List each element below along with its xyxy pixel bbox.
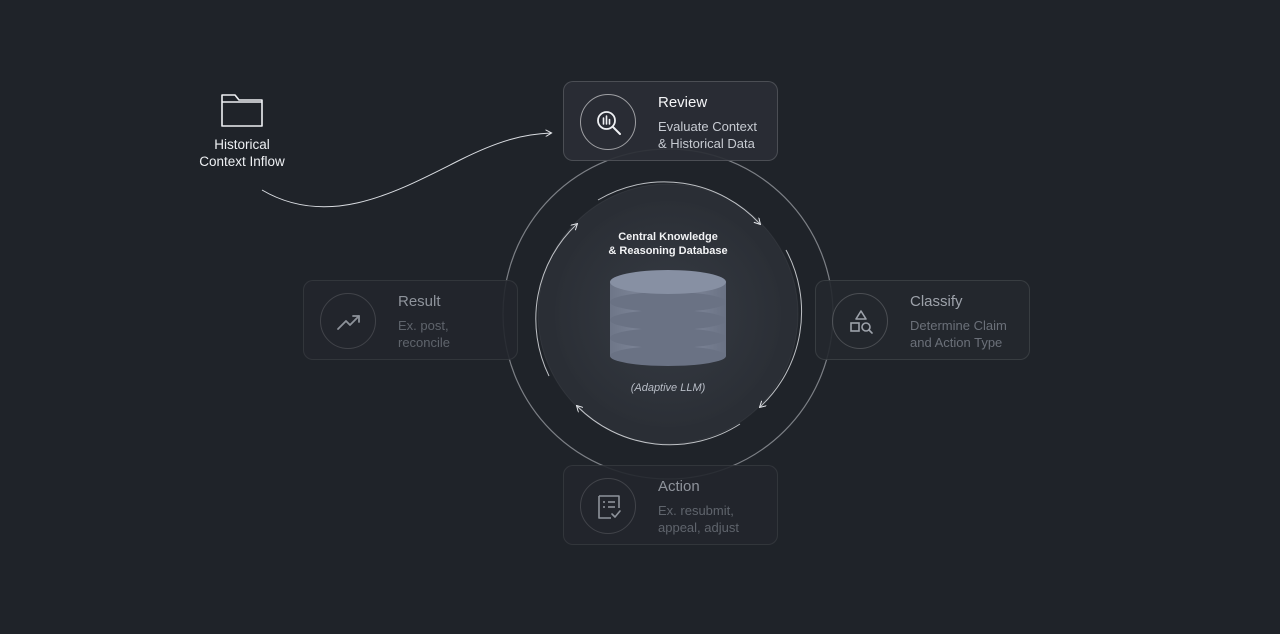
action-description: Ex. resubmit, appeal, adjust [658,502,776,536]
cycle-arrow-top-right [597,181,760,224]
result-desc-line2: reconcile [398,335,451,350]
action-desc-line2: appeal, adjust [658,520,739,535]
result-card: Result Ex. post, reconcile [303,280,518,360]
center-subtitle: (Adaptive LLM) [630,382,706,394]
action-icon-circle [580,478,636,534]
historical-context-inflow: Historical Context Inflow [186,90,298,170]
review-desc-line2: & Historical Data [658,136,755,151]
result-title: Result [398,293,441,310]
center-title-line1: Central Knowledge [618,231,718,243]
checklist-icon [598,495,621,519]
search-analytics-icon [597,111,621,135]
action-desc-line1: Ex. resubmit, [658,503,734,518]
result-icon-circle [320,293,376,349]
inflow-label-line2: Context Inflow [199,154,285,169]
cycle-arrow-left [535,224,577,377]
folder-icon [221,94,263,127]
review-desc-line1: Evaluate Context [658,119,758,134]
action-title: Action [658,478,700,495]
classify-icon-circle [832,293,888,349]
inflow-arrow [261,133,551,208]
center-title-line2: & Reasoning Database [608,245,728,257]
classify-card: Classify Determine Claim and Action Type [815,280,1030,360]
classify-title: Classify [910,293,963,310]
cycle-arrow-right [760,249,803,407]
classify-desc-line2: and Action Type [910,335,1003,350]
cycle-arrow-bottom [577,406,741,446]
center-title: Central Knowledge & Reasoning Database [568,230,768,258]
inflow-label-line1: Historical [214,137,270,152]
database-icon [610,270,726,366]
action-card: Action Ex. resubmit, appeal, adjust [563,465,778,545]
review-card: Review Evaluate Context & Historical Dat… [563,81,778,161]
review-description: Evaluate Context & Historical Data [658,118,776,152]
review-icon-circle [580,94,636,150]
review-title: Review [658,94,708,111]
result-desc-line1: Ex. post, [398,318,449,333]
shapes-search-icon [850,310,873,334]
result-description: Ex. post, reconcile [398,317,516,351]
trend-up-icon [337,315,360,330]
classify-desc-line1: Determine Claim [910,318,1007,333]
classify-description: Determine Claim and Action Type [910,317,1028,351]
